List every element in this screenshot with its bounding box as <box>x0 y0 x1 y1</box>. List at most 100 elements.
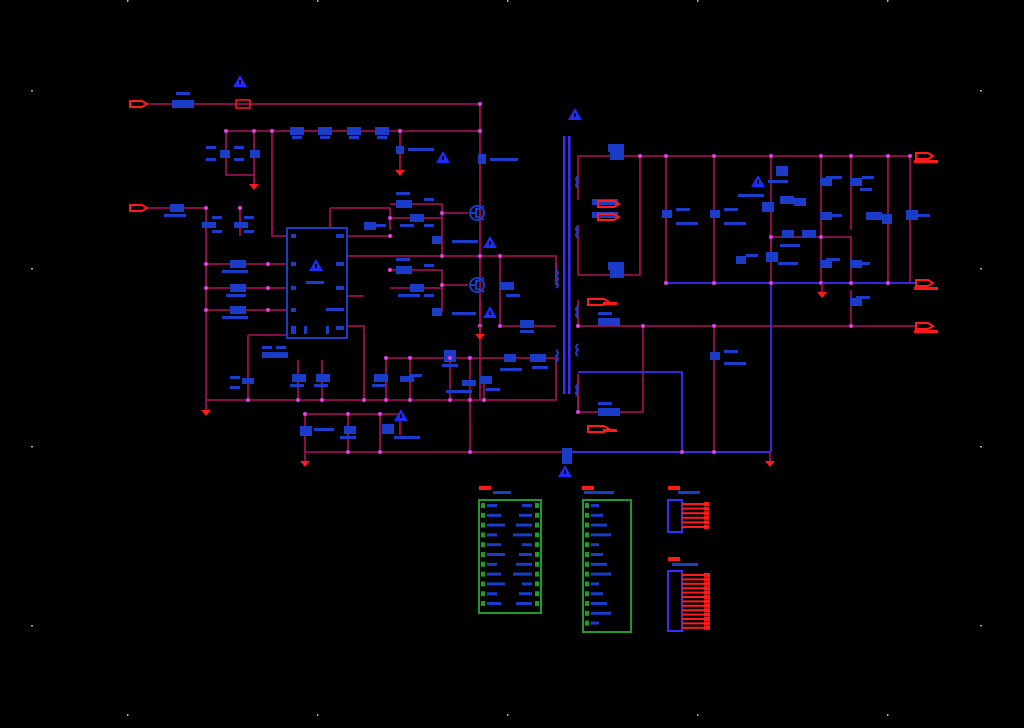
pin-label-mark <box>487 592 497 596</box>
pin-label-mark <box>591 533 611 537</box>
connector-pin <box>585 503 589 508</box>
pin-label-mark <box>591 504 599 507</box>
header-pin-end <box>704 608 710 613</box>
connector-pin <box>585 610 589 616</box>
warning-triangle-marks <box>239 80 759 474</box>
connector-pin <box>481 591 485 597</box>
pin-label-mark <box>487 523 505 527</box>
pin-label-mark <box>516 562 532 566</box>
connector-pin <box>535 512 539 518</box>
connector-pin <box>481 532 485 538</box>
header-pin-end <box>704 590 710 595</box>
header-pin-wire <box>682 574 706 576</box>
connector-pin <box>585 542 589 548</box>
header-pin-end <box>704 573 710 577</box>
header-pin-wire <box>682 578 706 581</box>
connector-pin <box>585 552 589 557</box>
header-pin-end <box>704 581 710 586</box>
pin-label-mark <box>591 562 607 566</box>
pin-label-mark <box>516 523 532 527</box>
connector-pin <box>585 581 589 587</box>
pin-label-mark <box>487 513 501 517</box>
header-pin-wire <box>682 613 706 616</box>
header-pin-end <box>704 520 709 525</box>
connector-pin <box>535 503 539 508</box>
connector-pin <box>585 512 589 518</box>
connector-pin <box>481 522 485 528</box>
header-pin-end <box>704 595 710 599</box>
pin-label-mark <box>519 592 532 596</box>
header-block-1 <box>667 486 709 533</box>
connector-pin <box>481 571 485 577</box>
pin-label-mark <box>487 572 501 576</box>
header-pin-wire <box>682 609 706 612</box>
connector-pin <box>585 620 589 626</box>
pin-label-mark <box>487 543 501 547</box>
pin-label-mark <box>591 543 599 547</box>
connector-pin <box>481 601 485 606</box>
pin-label-mark <box>591 602 607 605</box>
header-pin-wire <box>682 526 708 528</box>
header-pin-end <box>704 511 709 516</box>
ground-icon <box>201 170 827 467</box>
pin-label-mark <box>591 621 599 625</box>
connector-pin <box>585 532 589 538</box>
pin-label-mark <box>513 572 532 576</box>
connector-pin <box>535 561 539 567</box>
wires-secondary <box>577 155 916 452</box>
pin-label-mark <box>591 523 607 527</box>
connector-pin <box>481 503 485 508</box>
warning-triangle-icon <box>233 75 765 477</box>
pin-label-mark <box>487 602 501 605</box>
output-port-icon <box>587 152 935 433</box>
ground-stems <box>205 175 823 461</box>
pin-label-mark <box>516 602 532 605</box>
connector-pin <box>585 561 589 567</box>
header-pin-wire <box>682 507 708 510</box>
pin-label-mark <box>519 513 532 517</box>
transformer <box>554 136 580 397</box>
pin-label-mark <box>487 582 505 586</box>
pin-label-mark <box>519 553 532 556</box>
header-pin-end <box>704 621 710 626</box>
pin-label-mark <box>513 533 532 537</box>
header-pin-wire <box>682 516 708 519</box>
header-pin-wire <box>682 582 706 585</box>
connector-pin <box>481 542 485 548</box>
connector-pin <box>535 601 539 606</box>
pin-label-mark <box>487 533 497 537</box>
junction-dots <box>204 102 912 454</box>
header-pin-wire <box>682 587 706 590</box>
input-port-icon <box>129 100 149 212</box>
wires-blue-return <box>564 282 916 453</box>
header-pin-wire <box>682 626 706 629</box>
pin-label-mark <box>591 572 611 576</box>
connector-block-2 <box>582 486 632 633</box>
header-pin-wire <box>682 618 706 620</box>
connector-pin <box>481 561 485 567</box>
pin-label-mark <box>591 553 603 556</box>
connector-pin <box>585 522 589 528</box>
header-pin-wire <box>682 591 706 594</box>
net-label-marks <box>235 99 938 432</box>
header-pin-end <box>704 502 709 506</box>
header-pin-wire <box>682 521 708 524</box>
header-pin-end <box>704 617 710 621</box>
connector-pin <box>535 571 539 577</box>
pin-label-mark <box>591 611 611 615</box>
connector-pin <box>481 581 485 587</box>
header-pin-end <box>704 612 710 617</box>
header-pin-end <box>704 603 710 608</box>
header-pin-wire <box>682 622 706 625</box>
header-pin-wire <box>682 503 708 505</box>
connector-pin <box>585 601 589 606</box>
connector-pin <box>585 571 589 577</box>
header-pin-wire <box>682 604 706 607</box>
header-pin-end <box>704 506 709 511</box>
header-pin-end <box>704 525 709 529</box>
mosfet-transistors <box>469 205 485 293</box>
header-pin-wire <box>682 512 708 515</box>
pin-label-mark <box>487 504 497 507</box>
passive-components <box>164 92 930 464</box>
